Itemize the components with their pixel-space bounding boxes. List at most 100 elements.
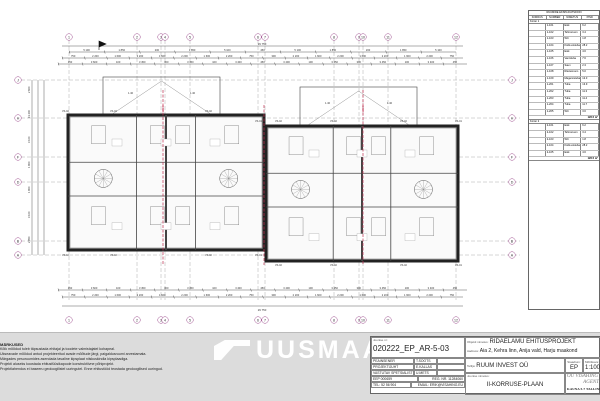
dimension-tick <box>84 56 86 60</box>
person: E.KALLAS <box>414 364 437 370</box>
dimension-tick <box>154 288 156 292</box>
dimension-tick <box>68 50 71 54</box>
client: RUUM INVEST OÜ <box>476 363 529 369</box>
balcony-dimension: 1.40 <box>128 91 134 95</box>
firm-address: KAUNA 5-7 TALLINN <box>567 387 600 391</box>
dimension-tick <box>154 62 156 66</box>
dimension-text: 13 200 <box>27 110 31 118</box>
dimension-tick <box>418 288 421 292</box>
dimension-text: 3 100 <box>27 136 31 143</box>
axis-label: F <box>17 155 20 159</box>
dimension-text: 1 600 <box>404 54 411 58</box>
room-tag <box>111 222 123 230</box>
stair-tread <box>103 170 108 179</box>
stair-tread <box>103 178 112 184</box>
dimension-tick <box>173 56 175 60</box>
bed-furniture <box>346 217 361 237</box>
dimension-text: 750 <box>450 293 455 297</box>
dimension-tick <box>57 62 60 66</box>
client-cell: Tellija: RUUM INVEST OÜ <box>465 358 565 373</box>
dimension-text: 3 450 <box>380 60 387 64</box>
role: PEAINSENER <box>371 358 414 364</box>
roof-slope-line <box>307 90 410 126</box>
stair-tread <box>95 173 104 179</box>
schedule-header: KORRUS <box>529 16 547 19</box>
schedule-header: PIND <box>582 16 599 19</box>
dimension-tick <box>240 56 242 60</box>
dimension-text: 300 <box>164 286 169 290</box>
dimension-text: 2 200 <box>226 293 233 297</box>
axis-bubble <box>186 33 194 41</box>
dimension-text: 5 100 <box>435 48 442 52</box>
logo-text: UUSMAA <box>256 335 384 364</box>
dimension-text: 2 200 <box>293 293 300 297</box>
stair-tread <box>224 178 229 187</box>
stair-tread <box>423 189 432 195</box>
axis-bubble <box>161 316 169 324</box>
axis-bubble <box>508 178 516 186</box>
axis-bubble <box>261 33 269 41</box>
dimension-tick <box>106 295 108 299</box>
dimension-text: 750 <box>71 293 76 297</box>
dimension-text: 3 450 <box>187 60 194 64</box>
stair-tread <box>95 178 104 184</box>
wall-tag: VS-02 <box>110 110 118 113</box>
bed-furniture <box>419 217 434 237</box>
bed-furniture <box>371 136 386 156</box>
dimension-text: 300 <box>164 60 169 64</box>
dimension-text: 1 600 <box>360 54 367 58</box>
dimension-text: 100 <box>405 60 410 64</box>
axis-bubble <box>508 251 516 259</box>
schedule-section: Korter 1 <box>529 20 599 24</box>
label: Joonise nimetus: <box>467 374 490 378</box>
stamp-text: OÜ VISAHING <box>567 374 598 379</box>
dimension-tick <box>139 50 141 54</box>
dimension-tick <box>226 288 228 292</box>
dimension-tick <box>61 56 64 60</box>
wall-tag: VS-01 <box>255 120 263 123</box>
dimension-text: 100 <box>116 60 121 64</box>
dimension-tick <box>440 295 442 299</box>
dimension-tick <box>217 56 220 60</box>
dimension-text: 1 600 <box>114 293 121 297</box>
dimension-text: 2 200 <box>137 293 144 297</box>
axis-bubble <box>14 114 22 122</box>
dimension-text: 750 <box>450 54 455 58</box>
axis-label: 6 <box>257 35 259 39</box>
dimension-tick <box>370 62 372 66</box>
axis-label: H <box>17 116 20 120</box>
dimension-tick <box>129 288 132 292</box>
stair-tread <box>418 189 424 198</box>
schedule-total: 126.5 m² <box>529 157 599 162</box>
dimension-text: 3 450 <box>331 60 338 64</box>
balcony-dimension: 1.40 <box>325 101 331 105</box>
axis-label: 5 <box>189 35 191 39</box>
dimension-tick <box>178 288 180 292</box>
email: EMAIL: ERIK@VISAHING.EU <box>411 382 465 388</box>
wall-tag: VS-01 <box>455 120 463 123</box>
dimension-tick <box>128 56 131 60</box>
dimension-text: 2 200 <box>181 54 188 58</box>
bed-furniture <box>175 125 191 145</box>
dimension-tick <box>61 295 64 299</box>
dimension-text: 750 <box>249 54 254 58</box>
dimension-tick <box>346 62 348 66</box>
axis-bubble <box>330 316 338 324</box>
object-cell: Objekti nimetus: RIDAELAMU EHITUSPROJEKT… <box>465 337 600 358</box>
bed-furniture <box>150 125 165 145</box>
stair-tread <box>292 189 301 195</box>
dimension-tick <box>81 62 84 66</box>
axis-label: 9 <box>358 318 360 322</box>
axis-bubble <box>186 316 194 324</box>
dimension-text: 450 <box>453 60 458 64</box>
dimension-text: 450 <box>453 286 458 290</box>
